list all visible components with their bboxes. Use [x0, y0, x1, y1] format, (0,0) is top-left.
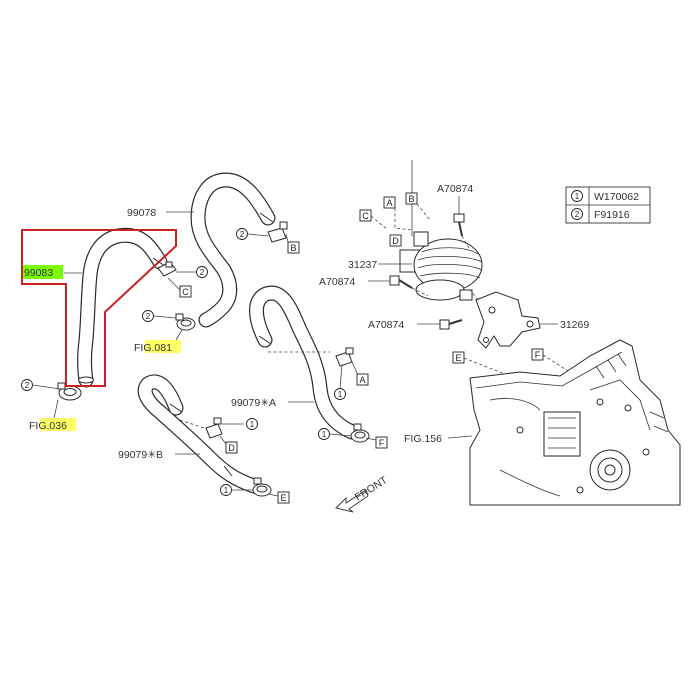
callout-num: 1: [322, 430, 327, 439]
callout-num: 1: [224, 486, 229, 495]
clamp-99083-upper[interactable]: [157, 261, 177, 277]
label-99078[interactable]: 99078: [127, 207, 156, 219]
bolt-a70874-low[interactable]: [439, 319, 463, 330]
part-99083-highlight: [23, 265, 63, 279]
ref-letter: F: [379, 438, 385, 448]
label-a70874-2[interactable]: A70874: [319, 276, 355, 288]
hose-99083[interactable]: [77, 227, 168, 388]
label-fig156[interactable]: FIG.156: [404, 433, 442, 445]
label-31269[interactable]: 31269: [560, 319, 589, 331]
ref-box-f: [531, 348, 544, 361]
ref-box-e: [277, 491, 290, 504]
ref-box-e: [452, 351, 465, 364]
label-99079a[interactable]: 99079✳A: [231, 397, 276, 409]
callout-num: 2: [240, 230, 245, 239]
clamp-99079a-upper[interactable]: [335, 347, 354, 367]
callout-num: 1: [250, 420, 255, 429]
label-a70874-1[interactable]: A70874: [437, 183, 473, 195]
bolt-a70874-mid[interactable]: [389, 275, 413, 289]
fig081-highlight: [145, 340, 181, 353]
ref-letter: A: [359, 375, 365, 385]
ref-letter: A: [386, 198, 392, 208]
callout-1: [220, 484, 232, 496]
callout-2: [21, 379, 33, 391]
callout-2: [236, 228, 248, 240]
clamp-99083-lower[interactable]: [57, 382, 82, 401]
ref-letter: B: [290, 243, 296, 253]
legend-code-2: F91916: [594, 209, 630, 221]
ref-letter: D: [392, 236, 399, 246]
callout-num: 2: [146, 312, 151, 321]
ref-box-d: [225, 441, 238, 454]
callout-2: [196, 266, 208, 278]
transmission-case[interactable]: [469, 339, 681, 506]
ref-box-d: [389, 234, 402, 247]
front-label: FRONT: [353, 474, 391, 504]
ref-letter: C: [362, 211, 369, 221]
callout-2: [142, 310, 154, 322]
legend-num-2: 2: [575, 210, 580, 219]
callout-1: [246, 418, 258, 430]
clamp-99078-upper[interactable]: [267, 221, 288, 243]
hose-99078[interactable]: [190, 172, 276, 328]
oil-cooler-31237[interactable]: [399, 160, 483, 301]
fig036-link[interactable]: FIG.036: [29, 420, 67, 432]
callout-1: [318, 428, 330, 440]
ref-letter: E: [455, 353, 461, 363]
callout-1: [334, 388, 346, 400]
label-99083[interactable]: 99083: [24, 267, 53, 279]
ref-box-f: [375, 436, 388, 449]
ref-box-b: [405, 192, 418, 205]
label-99079b[interactable]: 99079✳B: [118, 449, 163, 461]
ref-box-c: [179, 285, 192, 298]
selection-box: [21, 229, 177, 387]
bolt-a70874-top[interactable]: [453, 213, 465, 237]
label-a70874-3[interactable]: A70874: [368, 319, 404, 331]
ref-box-c: [359, 209, 372, 222]
fig036-highlight: [40, 418, 76, 431]
hose-99079b[interactable]: [137, 374, 262, 494]
ref-letter: F: [535, 350, 541, 360]
clamp-99079b-lower[interactable]: [252, 477, 272, 497]
ref-letter: D: [228, 443, 235, 453]
label-31237[interactable]: 31237: [348, 259, 377, 271]
ref-letter: E: [280, 493, 286, 503]
legend-code-1: W170062: [594, 191, 639, 203]
clamp-99078-lower[interactable]: [175, 313, 196, 331]
hose-99079a[interactable]: [249, 285, 360, 440]
callout-num: 1: [338, 390, 343, 399]
ref-box-a: [383, 196, 396, 209]
ref-letter: B: [408, 194, 414, 204]
callout-num: 2: [200, 268, 205, 277]
callout-num: 2: [25, 381, 30, 390]
legend: 1 W170062 2 F91916: [565, 186, 651, 224]
fig081-link[interactable]: FIG.081: [134, 342, 172, 354]
ref-box-a: [356, 373, 369, 386]
ref-box-b: [287, 241, 300, 254]
front-arrow: FRONT: [335, 474, 391, 513]
clamp-99079b-upper[interactable]: [205, 417, 223, 439]
legend-num-1: 1: [575, 192, 580, 201]
ref-letter: C: [182, 287, 189, 297]
bracket-31269[interactable]: [469, 289, 541, 349]
clamp-99079a-lower[interactable]: [350, 423, 370, 443]
